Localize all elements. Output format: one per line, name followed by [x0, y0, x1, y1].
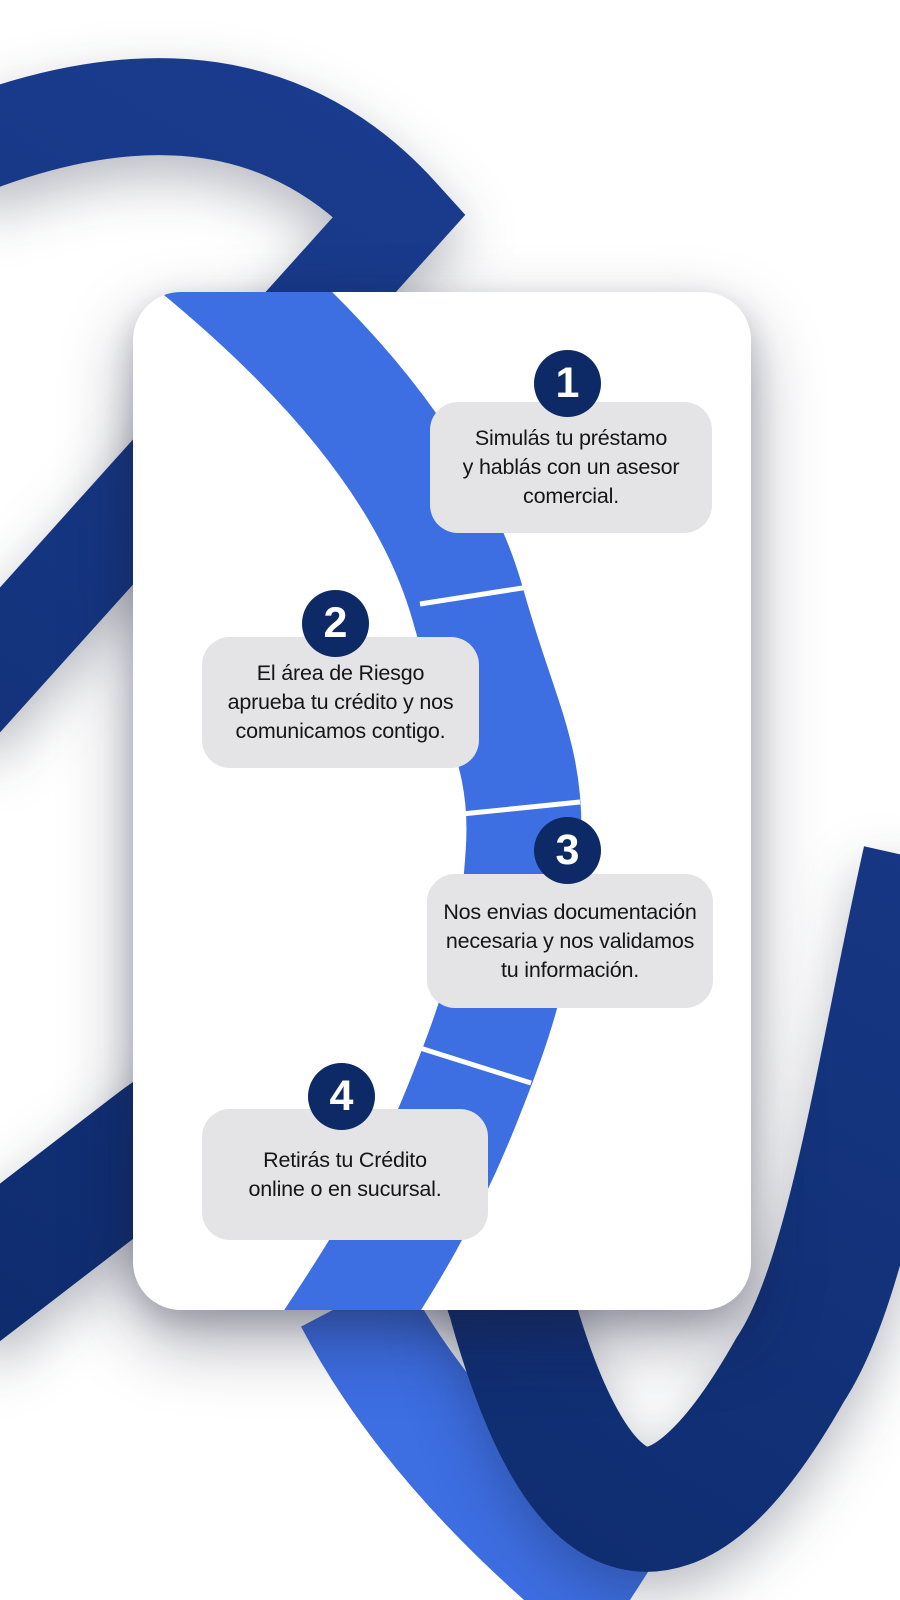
segment-divider-3	[419, 1045, 532, 1086]
step-4-line: Retirás tu Crédito	[263, 1147, 427, 1172]
step-3-line: Nos envias documentación	[443, 899, 697, 924]
step-4-card: Retirás tu Crédito online o en sucursal.	[202, 1109, 488, 1240]
process-card: Simulás tu préstamo y hablás con un ases…	[133, 292, 751, 1310]
step-3-card: Nos envias documentación necesaria y nos…	[427, 874, 713, 1008]
segment-divider-2	[461, 799, 581, 817]
step-1-line: Simulás tu préstamo	[474, 426, 668, 450]
step-1-number-badge: 1	[534, 350, 601, 417]
segment-divider-1	[419, 583, 536, 607]
step-3-line: necesaria y nos validamos	[445, 928, 695, 953]
step-1-line: y hablás con un asesor	[462, 455, 680, 479]
step-2-line: El área de Riesgo	[256, 661, 425, 685]
step-3-number-badge: 3	[534, 817, 601, 884]
step-2-number: 2	[323, 599, 348, 647]
swoosh-top-band	[0, 58, 466, 733]
step-2-line: aprueba tu crédito y nos	[227, 690, 454, 714]
step-2-number-badge: 2	[302, 590, 369, 657]
step-4-number: 4	[329, 1072, 354, 1120]
step-2-line: comunicamos contigo.	[235, 719, 446, 743]
step-1-line: comercial.	[523, 484, 619, 508]
step-1-number: 1	[555, 359, 580, 407]
step-4-number-badge: 4	[308, 1063, 375, 1130]
step-3-line: tu información.	[500, 957, 639, 982]
step-3-number: 3	[555, 826, 580, 874]
step-2-card: El área de Riesgo aprueba tu crédito y n…	[202, 637, 479, 768]
step-1-card: Simulás tu préstamo y hablás con un ases…	[430, 402, 712, 533]
ribbon-tail	[301, 1272, 662, 1600]
step-4-line: online o en sucursal.	[248, 1176, 442, 1201]
